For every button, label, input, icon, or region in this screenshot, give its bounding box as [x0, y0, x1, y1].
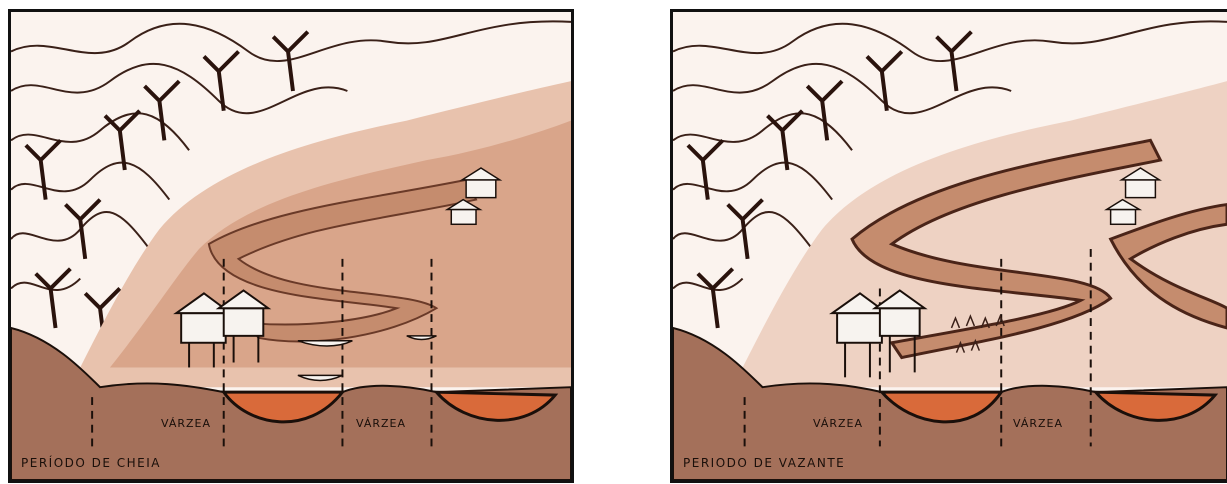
- varzea-label-2: VÁRZEA: [1013, 417, 1063, 430]
- receding-period-illustration: [673, 12, 1227, 480]
- varzea-label-1: VÁRZEA: [813, 417, 863, 430]
- flood-period-illustration: [11, 12, 571, 480]
- panel-caption: PERÍODO DE CHEIA: [21, 456, 161, 470]
- varzea-label-1: VÁRZEA: [161, 417, 211, 430]
- receding-period-panel: VÁRZEA VÁRZEA PERIODO DE VAZANTE: [670, 9, 1227, 483]
- varzea-label-2: VÁRZEA: [356, 417, 406, 430]
- panel-caption: PERIODO DE VAZANTE: [683, 456, 845, 470]
- flood-period-panel: VÁRZEA VÁRZEA PERÍODO DE CHEIA: [8, 9, 574, 483]
